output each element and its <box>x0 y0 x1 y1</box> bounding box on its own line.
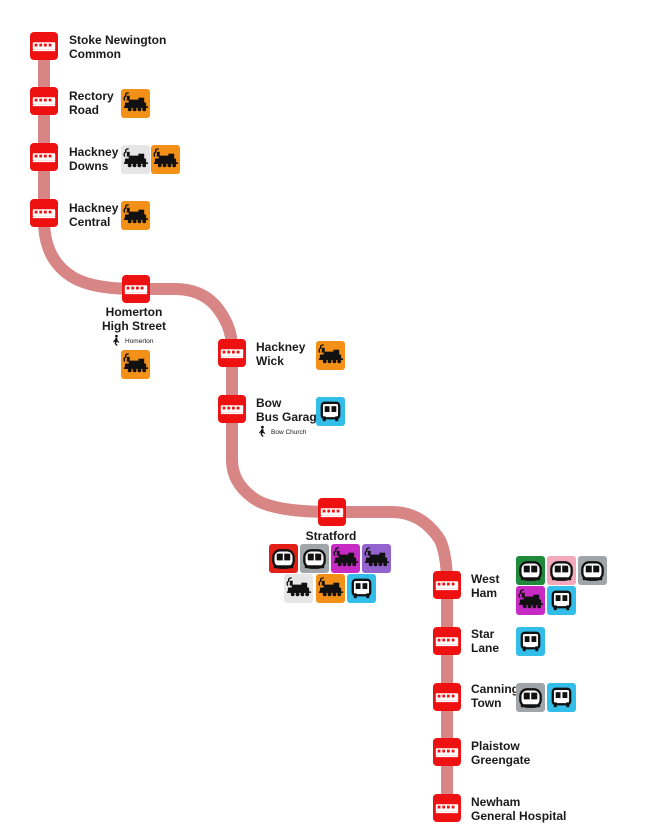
stop-name-line: Lane <box>471 641 499 655</box>
bus-stop-icon <box>218 339 246 367</box>
central-icon <box>269 544 298 573</box>
national-rail-icon <box>121 145 150 174</box>
stop-name-line: Wick <box>256 354 284 368</box>
walk-interchange: Homerton <box>110 334 154 346</box>
stop-name-line: Newham <box>471 795 520 809</box>
stop-name-line: Hackney <box>69 201 119 215</box>
bus-stop-icon <box>30 87 58 115</box>
stop-name-line: Rectory <box>69 89 114 103</box>
jubilee-icon <box>516 683 545 712</box>
stop-name-line: Bow <box>256 396 282 410</box>
stop-stratford[interactable]: Stratford <box>269 498 391 603</box>
hammersmith-city-icon <box>547 556 576 585</box>
overground-icon <box>316 574 345 603</box>
stop-name-line: Common <box>69 47 121 61</box>
bus-stop-icon <box>30 199 58 227</box>
bus-stop-icon <box>433 627 461 655</box>
stop-name-line: Greengate <box>471 753 531 767</box>
bus-stop-icon <box>30 143 58 171</box>
bus-stop-icon <box>433 571 461 599</box>
stop-name-line: West <box>471 572 499 586</box>
c2c-icon <box>331 544 360 573</box>
walk-interchange: Bow Church <box>256 425 307 437</box>
dlr-icon <box>547 683 576 712</box>
bus-stop-icon <box>30 32 58 60</box>
stop-name-line: Downs <box>69 159 109 173</box>
dlr-icon <box>516 627 545 656</box>
route-line <box>38 40 453 814</box>
stop-name-line: Town <box>471 696 501 710</box>
bus-stop-icon <box>433 738 461 766</box>
stop-name: Stratford <box>306 529 357 543</box>
jubilee-icon <box>300 544 329 573</box>
walk-station-name: Homerton <box>125 338 154 345</box>
stop-name-line: Central <box>69 215 110 229</box>
stop-name-line: Homerton <box>106 305 163 319</box>
stop-name-line: Stratford <box>306 529 357 543</box>
bus-stop-icon <box>318 498 346 526</box>
elizabeth-icon <box>362 544 391 573</box>
stop-name-line: Canning <box>471 682 519 696</box>
stop-name-line: Hackney <box>256 340 306 354</box>
overground-icon <box>316 341 345 370</box>
jubilee-icon <box>578 556 607 585</box>
bus-stop-icon <box>122 275 150 303</box>
stop-name-line: Star <box>471 627 495 641</box>
national-rail-icon <box>284 574 313 603</box>
dlr-icon <box>316 397 345 426</box>
stop-name-line: Stoke Newington <box>69 33 166 47</box>
overground-icon <box>121 89 150 118</box>
dlr-icon <box>547 586 576 615</box>
dlr-icon <box>347 574 376 603</box>
stop-name-line: Hackney <box>69 145 119 159</box>
bus-stop-icon <box>433 794 461 822</box>
bus-stop-icon <box>218 395 246 423</box>
overground-icon <box>121 201 150 230</box>
bus-stop-icon <box>433 683 461 711</box>
stop-name-line: High Street <box>102 319 166 333</box>
walk-station-name: Bow Church <box>271 429 307 436</box>
stop-name-line: Plaistow <box>471 739 520 753</box>
stop-name-line: Ham <box>471 586 497 600</box>
stop-name-line: Road <box>69 103 99 117</box>
overground-icon <box>121 350 150 379</box>
c2c-icon <box>516 586 545 615</box>
district-icon <box>516 556 545 585</box>
stop-name-line: General Hospital <box>471 809 566 823</box>
stop-name-line: Bus Garage <box>256 410 324 424</box>
overground-icon <box>151 145 180 174</box>
